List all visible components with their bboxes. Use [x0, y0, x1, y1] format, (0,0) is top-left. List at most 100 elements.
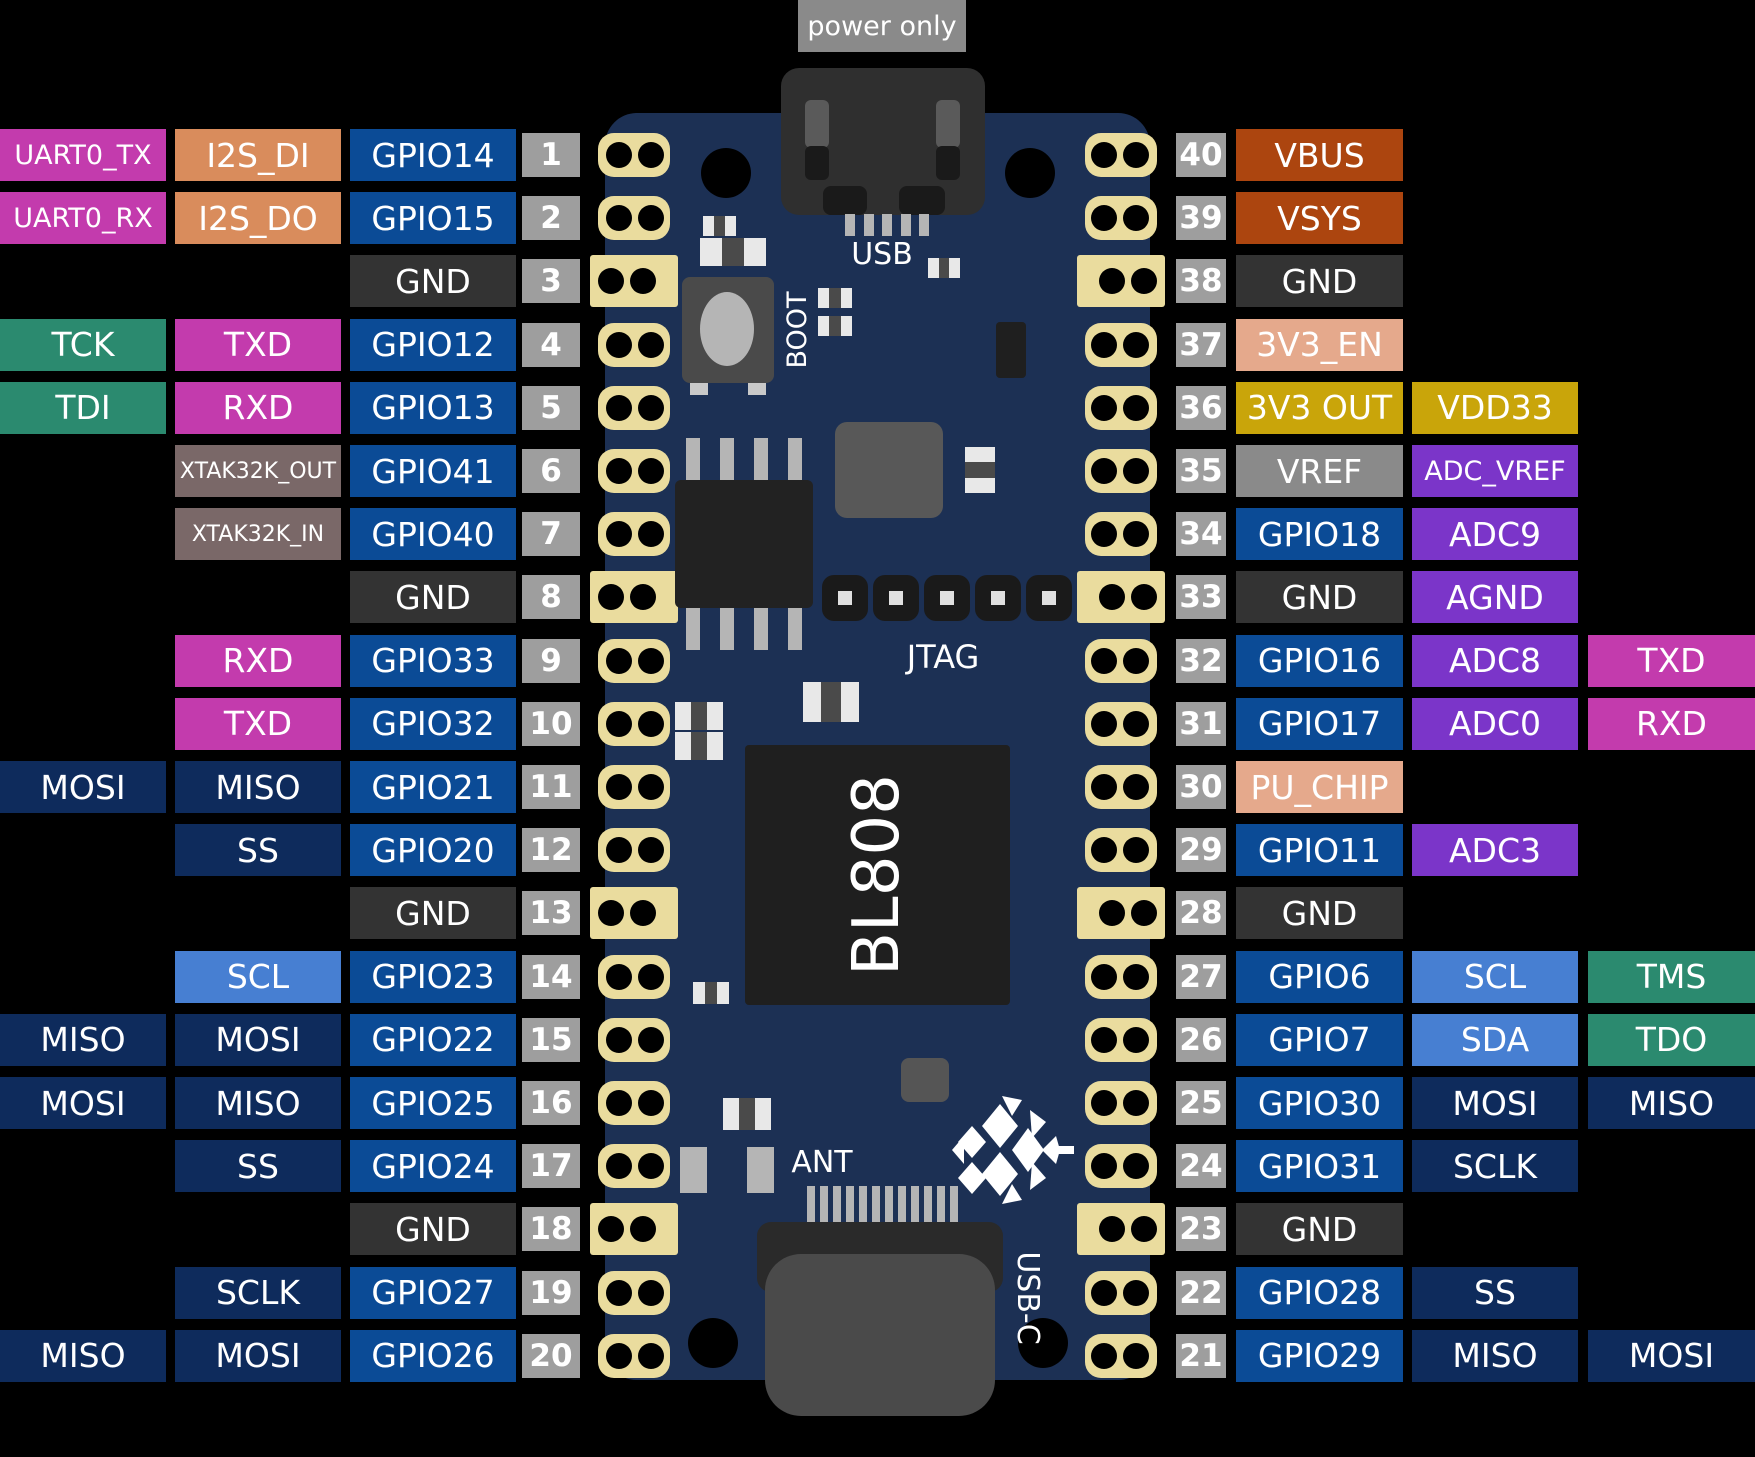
pad-hole	[598, 1216, 624, 1243]
castellated-pad	[1085, 765, 1157, 809]
pin-number-badge: 33	[1176, 575, 1226, 620]
gpio-label: GPIO22	[350, 1013, 516, 1066]
pad-hole	[638, 710, 664, 737]
pin-number-badge: 34	[1176, 512, 1226, 557]
castellated-pad	[598, 512, 670, 557]
pad-hole	[606, 963, 632, 990]
pin-number-badge: 30	[1176, 765, 1226, 809]
pin-function-label: SCLK	[1412, 1140, 1578, 1193]
pad-hole	[606, 1342, 632, 1369]
castellated-pad	[590, 1203, 678, 1256]
pad-hole	[1091, 647, 1117, 674]
smd-component	[996, 322, 1026, 378]
boot-button-cap	[700, 292, 754, 366]
jtag-pin-center	[940, 591, 954, 605]
pin-number-badge: 4	[522, 322, 580, 367]
smd-component	[928, 258, 960, 278]
pine64-logo	[952, 1096, 1074, 1204]
gpio-label: GPIO30	[1236, 1077, 1403, 1129]
pad-hole	[638, 1279, 664, 1306]
pin-number-badge: 7	[522, 512, 580, 557]
pad-hole	[1123, 205, 1149, 232]
pad-hole	[638, 1090, 664, 1116]
pad-hole	[638, 774, 664, 800]
gpio-label: GPIO23	[350, 950, 516, 1003]
castellated-pad	[1085, 828, 1157, 873]
micro-usb-detail	[805, 100, 829, 148]
pin-function-label: TMS	[1588, 950, 1755, 1003]
smd-body	[704, 982, 718, 1004]
pin-function-label: MOSI	[1588, 1329, 1755, 1382]
pin-number-badge: 24	[1176, 1144, 1226, 1189]
pad-hole	[606, 205, 632, 232]
pad-hole	[638, 1342, 664, 1369]
gpio-label: GPIO20	[350, 824, 516, 877]
pin-number-badge: 15	[522, 1017, 580, 1062]
smd-body	[821, 682, 841, 722]
pin-number-badge: 20	[522, 1333, 580, 1378]
pad-hole	[1123, 521, 1149, 548]
pad-hole	[638, 1153, 664, 1180]
mounting-hole	[1018, 1318, 1068, 1368]
pin-function-label: I2S_DI	[175, 129, 341, 181]
gpio-label: GND	[1236, 571, 1403, 624]
jtag-pin-center	[991, 591, 1005, 605]
castellated-pad	[1085, 1081, 1157, 1125]
pad-hole	[606, 331, 632, 358]
pin-number-badge: 31	[1176, 701, 1226, 746]
pin-function-label: TDI	[0, 381, 166, 434]
pad-hole	[598, 900, 624, 927]
castellated-pad	[1085, 322, 1157, 367]
pin-number-badge: 25	[1176, 1081, 1226, 1125]
pad-hole	[1123, 394, 1149, 421]
gpio-label: GPIO12	[350, 318, 516, 371]
usb-c-pin	[859, 1186, 867, 1224]
castellated-pad	[1085, 954, 1157, 999]
pad-hole	[1131, 900, 1157, 927]
pin-number-badge: 27	[1176, 954, 1226, 999]
gpio-label: GND	[1236, 887, 1403, 940]
castellated-pad	[598, 133, 670, 177]
pad-hole	[1091, 1342, 1117, 1369]
smd-body	[713, 216, 726, 236]
pin-number-badge: 16	[522, 1081, 580, 1125]
pin-number-badge: 19	[522, 1270, 580, 1315]
castellated-pad	[598, 385, 670, 430]
pad-hole	[598, 268, 624, 295]
pad-hole	[606, 1026, 632, 1053]
gpio-label: GPIO17	[1236, 697, 1403, 750]
castellated-pad	[1085, 1333, 1157, 1378]
soic-chip-leg	[754, 438, 768, 482]
pin-number-badge: 3	[522, 259, 580, 304]
jtag-pin	[873, 575, 919, 621]
pad-hole	[630, 584, 656, 611]
pin-number-badge: 18	[522, 1207, 580, 1252]
pad-hole	[638, 647, 664, 674]
castellated-pad	[1085, 1017, 1157, 1062]
micro-usb-detail	[936, 100, 960, 148]
pad-hole	[630, 268, 656, 295]
smd-body	[829, 316, 841, 336]
gpio-label: GPIO13	[350, 381, 516, 434]
soic-chip-leg	[686, 606, 700, 650]
pin-number-badge: 12	[522, 828, 580, 873]
castellated-pad	[598, 1144, 670, 1189]
pad-hole	[1123, 1279, 1149, 1306]
soic-chip-leg	[686, 438, 700, 482]
castellated-pad	[1085, 512, 1157, 557]
gpio-label: GND	[1236, 255, 1403, 308]
pin-number-badge: 39	[1176, 196, 1226, 241]
castellated-pad	[598, 765, 670, 809]
usb-port-label: USB	[851, 236, 913, 272]
usb-c-pin	[898, 1186, 906, 1224]
pad-hole	[638, 963, 664, 990]
pin-function-label: MISO	[1588, 1077, 1755, 1129]
usb-c-pin	[885, 1186, 893, 1224]
smd-body	[965, 462, 995, 478]
pad-hole	[630, 900, 656, 927]
pin-function-label: MOSI	[175, 1013, 341, 1066]
gpio-label: GND	[350, 571, 516, 624]
soic-chip-leg	[788, 606, 802, 650]
gpio-label: 3V3 OUT	[1236, 381, 1403, 434]
smd-component	[675, 732, 723, 760]
